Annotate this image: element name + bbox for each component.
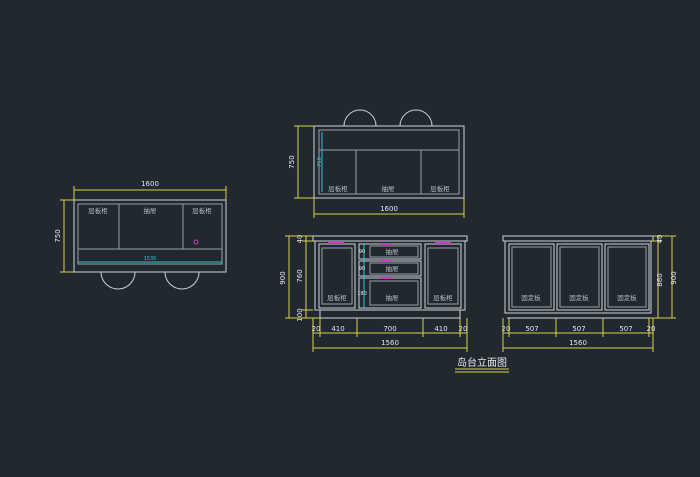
back-countertop bbox=[502, 235, 654, 242]
front-label-left: 层板柜 bbox=[327, 293, 347, 302]
front-height-dim-mid: 760 bbox=[296, 269, 304, 282]
top-stool-left bbox=[343, 109, 377, 127]
back-label-2: 固定板 bbox=[569, 293, 589, 302]
top-inner-dim: 710 bbox=[317, 157, 323, 167]
front-width-dim-5: 20 bbox=[459, 325, 468, 333]
front-drawer-label-3: 抽屉 bbox=[386, 293, 400, 302]
front-width-dim-1: 20 bbox=[312, 325, 321, 333]
plan-magenta-marker bbox=[193, 239, 199, 245]
front-drawer-dim-2: 90 bbox=[359, 266, 365, 272]
back-width-dim-2: 507 bbox=[525, 325, 538, 333]
plan-depth-dim: 750 bbox=[54, 229, 62, 242]
back-elevation: 固定板 固定板 固定板 40 860 900 20 507 507 507 20… bbox=[502, 235, 678, 352]
back-label-3: 固定板 bbox=[617, 293, 637, 302]
plan-label-left: 层板柜 bbox=[88, 206, 108, 215]
top-label-left: 层板柜 bbox=[328, 184, 348, 193]
back-width-dim-5: 20 bbox=[647, 325, 656, 333]
front-width-dim-2: 410 bbox=[331, 325, 344, 333]
back-width-dim-3: 507 bbox=[572, 325, 585, 333]
front-plinth bbox=[319, 309, 461, 319]
back-width-dim-1: 20 bbox=[502, 325, 511, 333]
stool-right bbox=[164, 271, 200, 290]
plan-width-dim: 1600 bbox=[141, 180, 159, 188]
back-body bbox=[504, 240, 652, 314]
front-height-dim-bottom: 100 bbox=[296, 308, 304, 321]
back-height-dim-top: 40 bbox=[656, 235, 664, 244]
front-drawer-dim-3: 180 bbox=[357, 291, 367, 297]
plan-inner bbox=[77, 203, 223, 265]
plan-label-right: 层板柜 bbox=[192, 206, 212, 215]
front-drawer-label-2: 抽屉 bbox=[386, 264, 400, 273]
top-inner bbox=[318, 129, 460, 195]
top-label-right: 层板柜 bbox=[430, 184, 450, 193]
front-drawer-label-1: 抽屉 bbox=[386, 247, 400, 256]
back-panel-2 bbox=[556, 243, 603, 311]
back-panel-1 bbox=[508, 243, 555, 311]
title-block: 岛台立面图 bbox=[455, 356, 509, 373]
top-view: 710 层板柜 抽屉 层板柜 750 1600 bbox=[288, 109, 465, 218]
top-width-dim: 1600 bbox=[380, 205, 398, 213]
plan-outline bbox=[73, 199, 227, 273]
front-total-width: 1560 bbox=[381, 339, 399, 347]
stool-left bbox=[100, 271, 136, 290]
drawing-title: 岛台立面图 bbox=[457, 356, 507, 369]
front-width-dim-3: 700 bbox=[383, 325, 396, 333]
plan-inner-dim: 1535 bbox=[144, 256, 157, 262]
front-countertop bbox=[312, 235, 468, 242]
top-stool-right bbox=[399, 109, 433, 127]
plan-view: 层板柜 抽屉 层板柜 1600 750 1535 bbox=[54, 180, 227, 290]
front-label-right: 层板柜 bbox=[433, 293, 453, 302]
front-total-height: 900 bbox=[279, 271, 287, 284]
back-height-dim-bottom: 860 bbox=[656, 273, 664, 286]
back-total-height: 900 bbox=[670, 271, 678, 284]
front-elevation: 层板柜 90 90 180 抽屉 抽屉 抽屉 层板柜 40 760 100 bbox=[279, 235, 468, 352]
back-label-1: 固定板 bbox=[521, 293, 541, 302]
back-panel-3 bbox=[604, 243, 650, 311]
front-drawer-dim-1: 90 bbox=[359, 249, 365, 255]
back-width-dim-4: 507 bbox=[619, 325, 632, 333]
front-drawer-3 bbox=[358, 277, 422, 309]
top-outline bbox=[313, 125, 465, 199]
top-label-center: 抽屉 bbox=[382, 184, 396, 193]
front-width-dim-4: 410 bbox=[434, 325, 447, 333]
top-depth-dim: 750 bbox=[288, 155, 296, 168]
back-total-width: 1560 bbox=[569, 339, 587, 347]
plan-label-center: 抽屉 bbox=[144, 206, 158, 215]
front-height-dim-top: 40 bbox=[296, 235, 304, 244]
